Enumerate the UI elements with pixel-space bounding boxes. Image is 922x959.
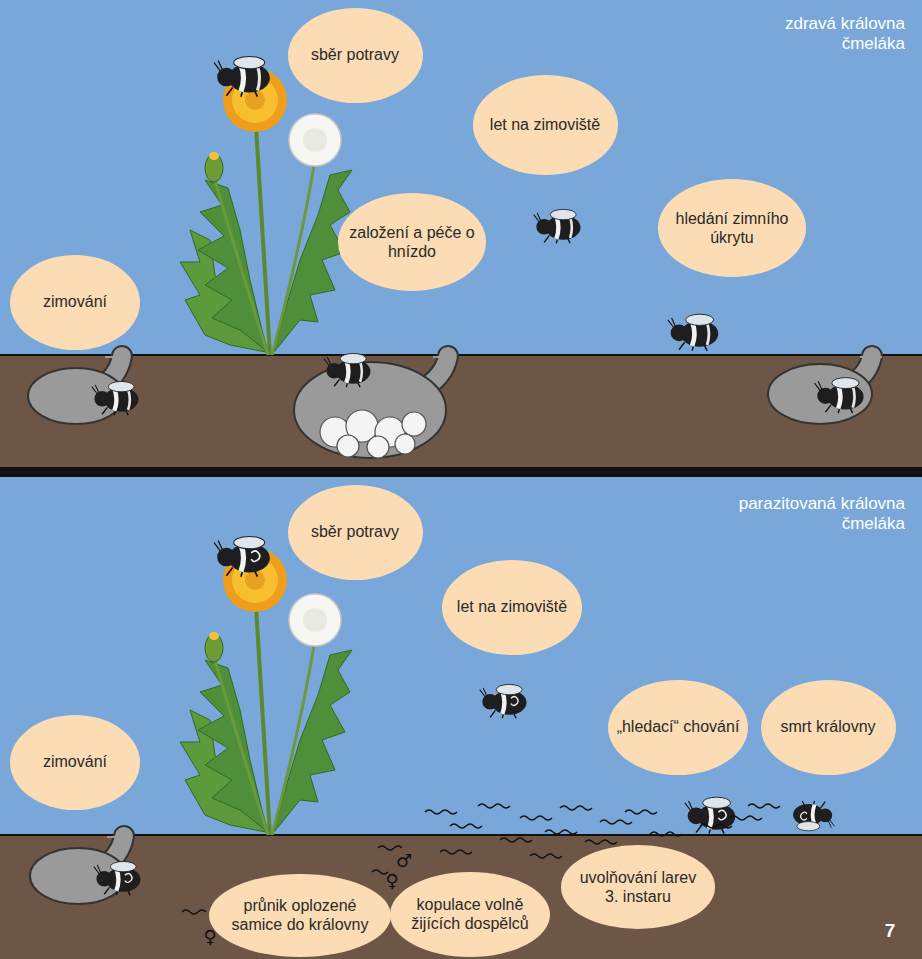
text-wrap: smrt královny — [780, 717, 875, 736]
stage-label: sběr potravy — [311, 522, 399, 541]
stage-ellipse: založení a péče o hnízdo — [338, 193, 487, 291]
stage-ellipse: smrt královny — [761, 680, 896, 775]
sex-symbol: ♀ — [382, 870, 402, 892]
stage-label: hledání zimního úkrytu — [668, 209, 796, 247]
stage-ellipse: let na zimoviště — [473, 75, 618, 175]
stage-label: let na zimoviště — [490, 115, 600, 134]
stage-label: let na zimoviště — [457, 597, 567, 616]
stage-label: uvolňování larev 3. instaru — [574, 868, 702, 906]
stage-ellipse: průnik oplozené samice do královny — [209, 874, 391, 957]
panel-heading: parazitovaná královna čmeláka — [730, 494, 905, 535]
stage-ellipse: hledání zimního úkrytu — [658, 179, 807, 277]
figure-number: 7 — [878, 920, 902, 943]
stage-ellipse: sběr potravy — [288, 485, 423, 580]
text-wrap: hledání zimního úkrytu — [668, 209, 796, 247]
text-wrap: „hledací“ chování — [617, 717, 740, 736]
text-wrap: sběr potravy — [311, 522, 399, 541]
text-wrap: let na zimoviště — [490, 115, 600, 134]
panel-heading: zdravá královna čmeláka — [775, 14, 905, 55]
stage-label: zimování — [43, 752, 107, 771]
text-wrap: kopulace volně žijících dospělců — [404, 895, 536, 933]
stage-label: „hledací“ chování — [617, 717, 740, 736]
stage-ellipse: zimování — [10, 715, 140, 810]
stage-label: založení a péče o hnízdo — [348, 223, 476, 261]
stage-label: zimování — [43, 292, 107, 311]
stage-label: kopulace volně žijících dospělců — [404, 895, 536, 933]
stage-label: sběr potravy — [311, 45, 399, 64]
stage-ellipse: uvolňování larev 3. instaru — [561, 845, 716, 928]
text-wrap: průnik oplozené samice do královny — [225, 896, 375, 934]
stage-label: smrt královny — [780, 717, 875, 736]
text-wrap: zimování — [43, 752, 107, 771]
text-wrap: let na zimoviště — [457, 597, 567, 616]
stage-ellipse: zimování — [10, 255, 140, 350]
stage-ellipse: kopulace volně žijících dospělců — [390, 872, 549, 957]
stage-ellipse: let na zimoviště — [442, 560, 582, 655]
sex-symbol: ♂ — [394, 850, 414, 872]
text-wrap: založení a péče o hnízdo — [348, 223, 476, 261]
stage-ellipse: „hledací“ chování — [608, 680, 748, 775]
text-wrap: zimování — [43, 292, 107, 311]
text-wrap: uvolňování larev 3. instaru — [574, 868, 702, 906]
sex-symbol: ♀ — [200, 926, 220, 948]
text-wrap: sběr potravy — [311, 45, 399, 64]
stage-ellipse: sběr potravy — [288, 8, 423, 103]
stage-label: průnik oplozené samice do královny — [225, 896, 375, 934]
